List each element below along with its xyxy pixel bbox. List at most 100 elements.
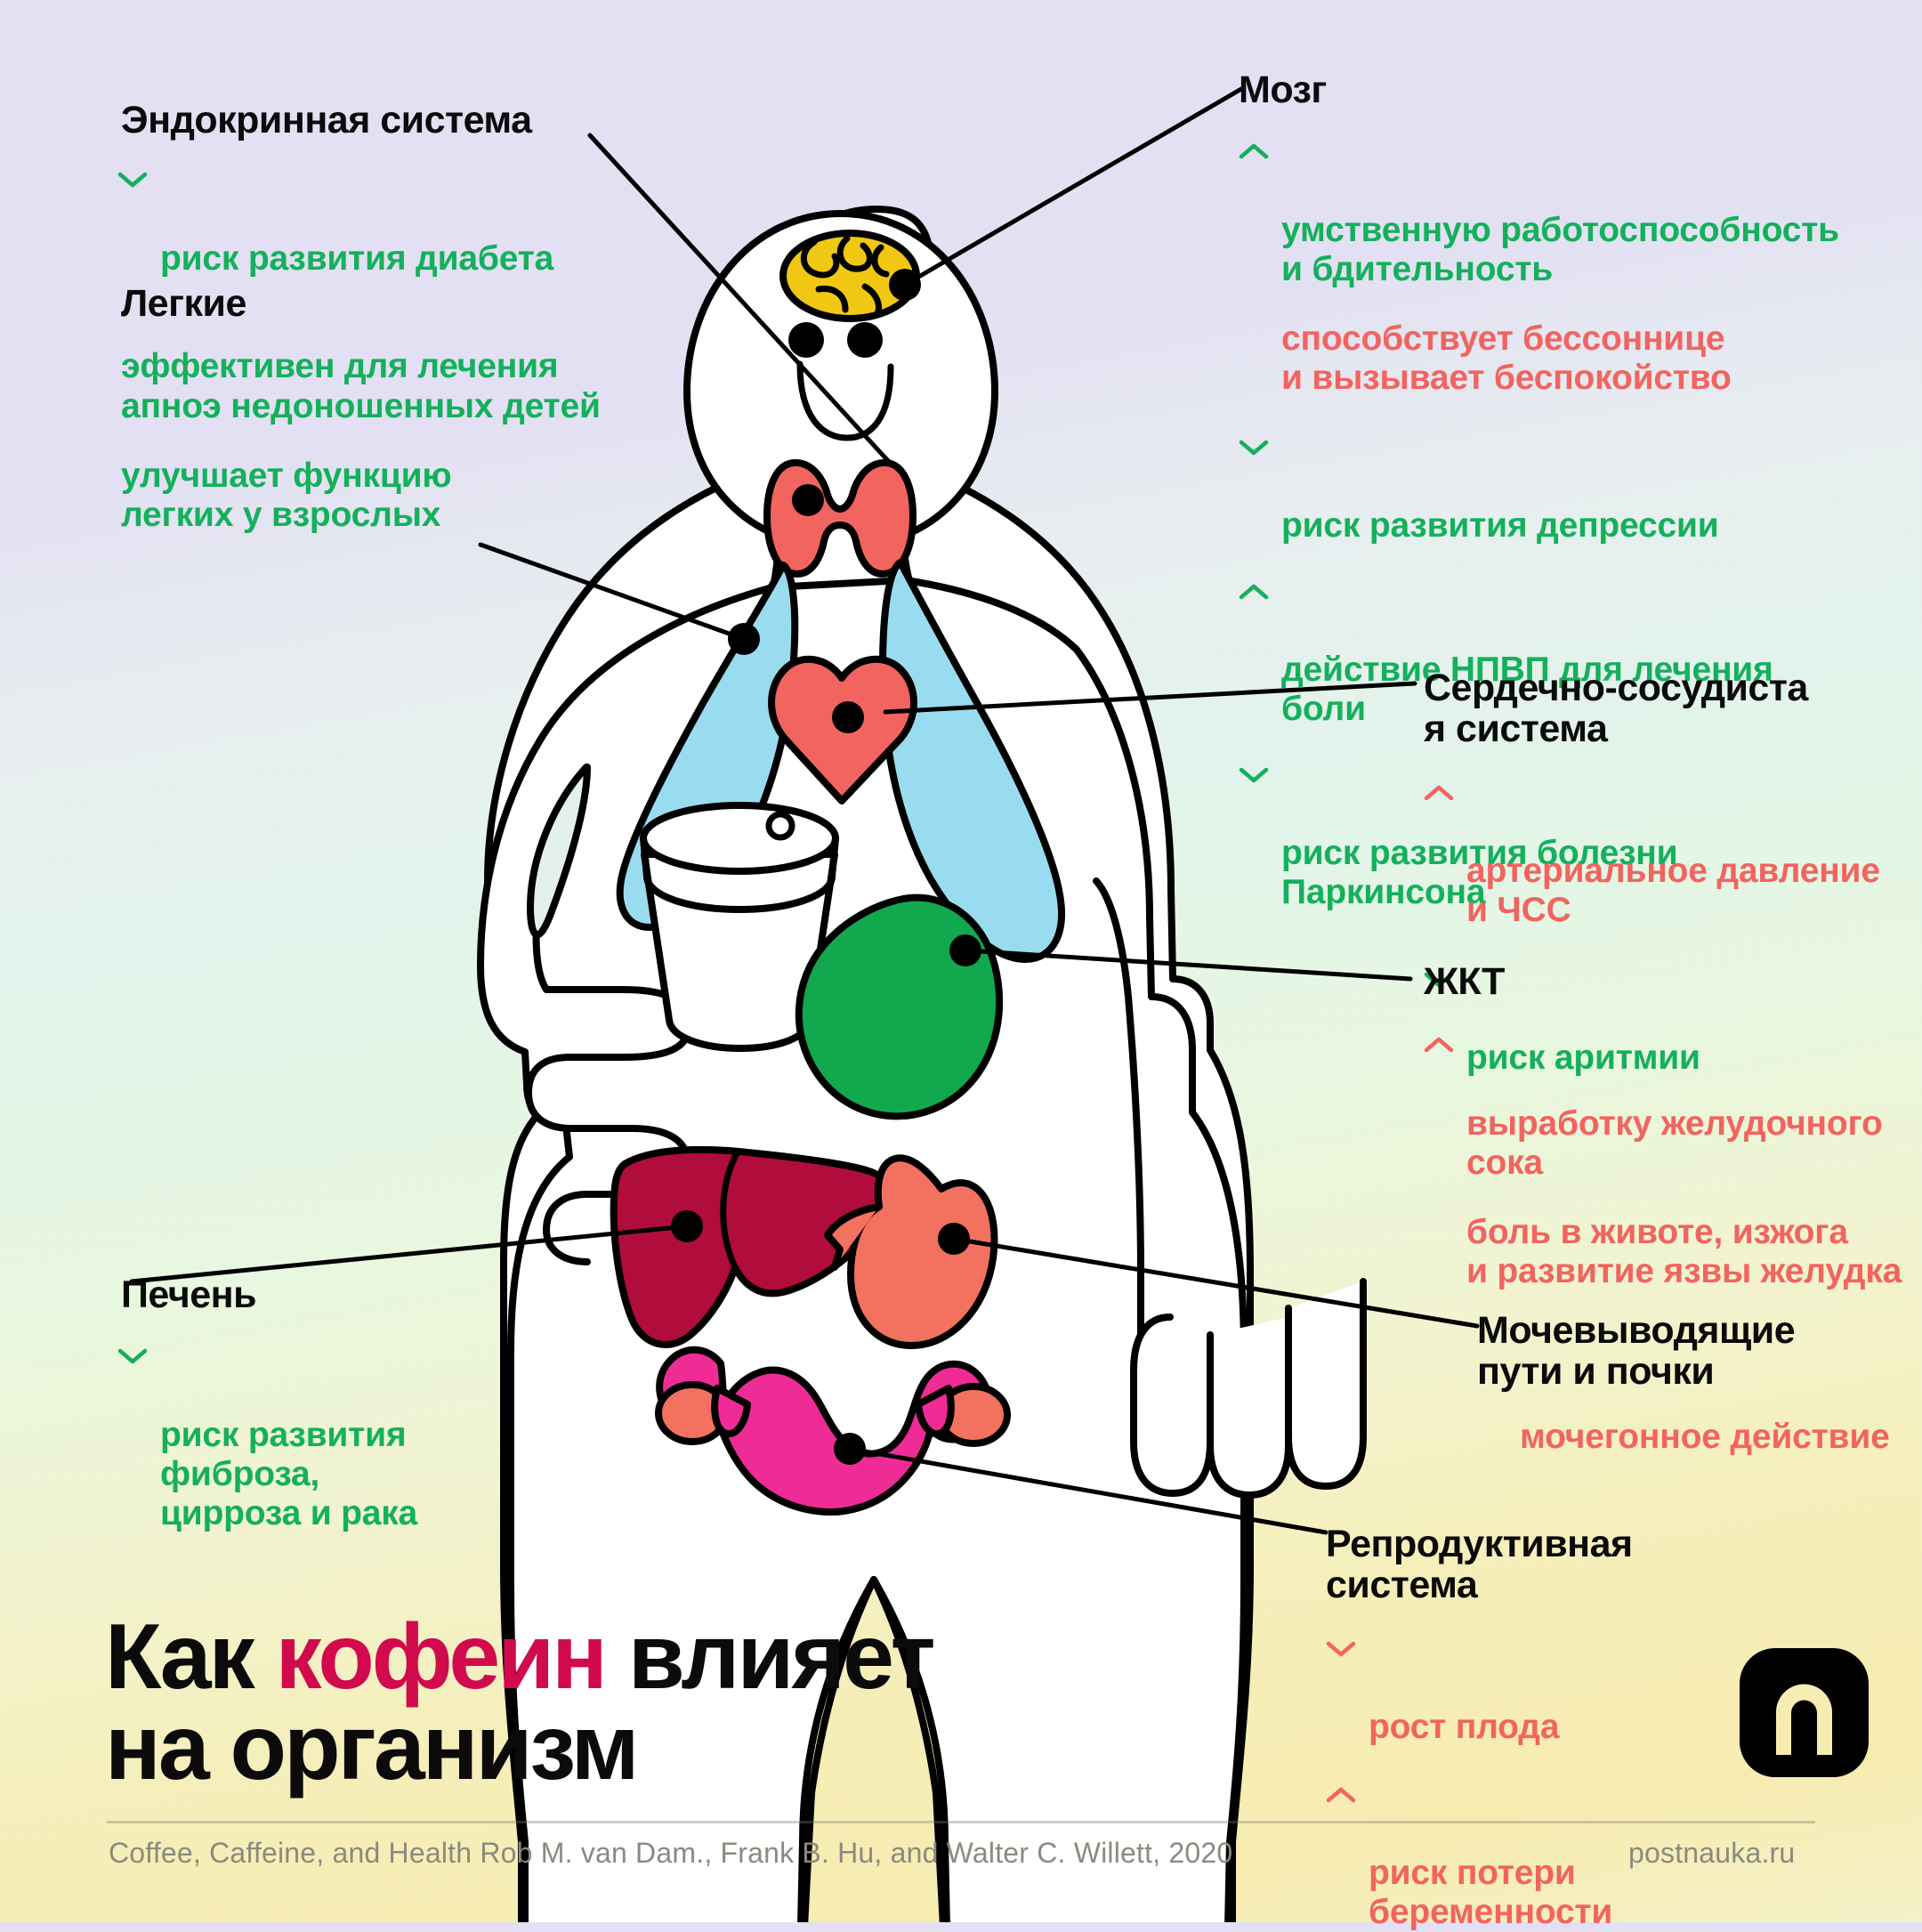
section-heading-endocrine: Эндокринная система xyxy=(121,99,532,141)
right-hand-finger-3 xyxy=(1285,1278,1367,1490)
title-keyword: кофеин xyxy=(275,1605,608,1709)
item-lungs-0: эффективен для лечения апноэ недоношенны… xyxy=(121,347,601,425)
section-heading-cardio: Сердечно-сосудиста я система xyxy=(1424,667,1808,751)
item-brain-0: умственную работоспособность и бдительно… xyxy=(1239,132,1897,288)
chevron-down-icon xyxy=(1424,971,1454,989)
uterus-overlap xyxy=(711,1385,751,1438)
item-text: действие НПВП для лечения боли xyxy=(1281,651,1773,729)
dot-brain xyxy=(889,269,921,301)
ovary-left xyxy=(655,1381,730,1445)
leader-brain xyxy=(902,86,1244,287)
chevron-up-icon xyxy=(1424,1036,1454,1054)
item-urinary-0: мочегонное действие xyxy=(1520,1417,1890,1456)
title-part-after: влияет xyxy=(604,1605,936,1709)
item-text: риск аритмии xyxy=(1466,1039,1700,1078)
leader-gi xyxy=(963,948,1413,982)
section-heading-liver: Печень xyxy=(121,1273,257,1316)
leader-urinary xyxy=(951,1236,1480,1329)
coffee-cup-lid xyxy=(640,802,839,875)
section-reproductive: Репродуктивная система рост плода риск п… xyxy=(1326,1524,1753,1932)
item-brain-4: риск развития болезни Паркинсона xyxy=(1239,756,1897,912)
chevron-down-icon xyxy=(1239,766,1269,784)
section-lungs: Легкие эффективен для лечения апноэ недо… xyxy=(121,283,673,535)
logo-glyph xyxy=(1740,1648,1869,1777)
item-text: риск развития депрессии xyxy=(1281,505,1719,545)
postnauka-logo[interactable] xyxy=(1740,1648,1869,1777)
section-liver: Печень риск развития фиброза, цирроза и … xyxy=(117,1273,530,1533)
chevron-up-icon xyxy=(1239,142,1269,160)
item-text: умственную работоспособность и бдительно… xyxy=(1281,210,1839,288)
section-heading-lungs: Легкие xyxy=(121,282,246,325)
title-part-before: Как xyxy=(105,1605,276,1709)
dot-stomach xyxy=(949,934,981,966)
lung-right xyxy=(879,559,1065,963)
section-heading-reproductive: Репродуктивная система xyxy=(1326,1523,1633,1607)
dot-lungs xyxy=(728,623,760,655)
page-title: Как кофеин влияет на организм xyxy=(105,1611,936,1799)
right-hand-finger-2 xyxy=(1207,1314,1292,1499)
item-text: артериальное давление и ЧСС xyxy=(1466,852,1880,930)
dot-heart xyxy=(832,701,864,733)
item-text: риск развития болезни Паркинсона xyxy=(1281,834,1678,912)
leader-reproductive xyxy=(847,1446,1328,1535)
item-text: риск развития фиброза, цирроза и рака xyxy=(160,1415,418,1532)
item-text: риск развития диабета xyxy=(160,238,554,278)
item-lungs-1: улучшает функцию легких у взрослых xyxy=(121,456,452,534)
chevron-down-icon xyxy=(117,171,148,189)
dot-uterus xyxy=(834,1433,866,1465)
ovary-right xyxy=(936,1383,1011,1447)
chevron-up-icon xyxy=(1326,1786,1356,1804)
item-text: риск потери беременности xyxy=(1369,1854,1613,1932)
right-arm-line xyxy=(1093,877,1144,1445)
lung-left xyxy=(616,562,799,931)
item-cardio-0: артериальное давление и ЧСС xyxy=(1424,773,1886,930)
kidney-hilum xyxy=(824,1203,883,1271)
chevron-up-icon xyxy=(1424,784,1454,802)
right-hand-fingers xyxy=(1130,1314,1214,1497)
uterus-overlap-r xyxy=(915,1385,955,1438)
dot-thyroid xyxy=(792,484,824,516)
section-heading-brain: Мозг xyxy=(1239,69,1327,111)
section-heading-gi: ЖКТ xyxy=(1424,960,1505,1003)
chevron-down-icon xyxy=(117,1347,148,1365)
thyroid-organ xyxy=(763,459,917,578)
item-cardio-1: риск аритмии xyxy=(1424,960,1886,1078)
item-reproductive-0: рост плода xyxy=(1326,1629,1753,1747)
eye-left xyxy=(788,322,824,358)
shoulder-shade xyxy=(527,764,591,939)
section-endocrine: Эндокринная система риск развития диабет… xyxy=(117,99,655,279)
section-cardio: Сердечно-сосудиста я система артериально… xyxy=(1424,667,1886,1078)
coffee-cup-body xyxy=(641,851,838,1052)
section-gi: ЖКТ выработку желудочного сока боль в жи… xyxy=(1424,961,1904,1291)
stomach-organ xyxy=(795,893,1004,1120)
leader-lungs xyxy=(478,542,747,642)
chevron-up-icon xyxy=(1239,583,1269,601)
chevron-down-icon xyxy=(1239,439,1269,457)
dot-kidney xyxy=(938,1223,970,1255)
title-line-2: на организм xyxy=(105,1695,640,1799)
footer-citation: Coffee, Caffeine, and Health Rob M. van … xyxy=(109,1837,1233,1869)
item-liver-0: риск развития фиброза, цирроза и рака xyxy=(117,1337,530,1532)
neck-left-edge xyxy=(767,526,783,602)
coffee-cup-lid-rim xyxy=(640,835,839,913)
footer-site[interactable]: postnauka.ru xyxy=(1628,1837,1796,1869)
section-heading-urinary: Мочевыводящие пути и почки xyxy=(1477,1309,1796,1394)
footer-divider xyxy=(107,1821,1815,1823)
dot-liver xyxy=(671,1210,703,1242)
title-line-1: Как кофеин влияет xyxy=(105,1611,936,1703)
mouth xyxy=(796,360,894,441)
coffee-cup-hole xyxy=(765,811,795,841)
kidney-organ xyxy=(847,1154,998,1349)
brain-organ xyxy=(779,230,920,322)
uterus-organ xyxy=(656,1346,992,1516)
left-arm-hand xyxy=(525,886,693,1265)
neck xyxy=(779,507,903,587)
section-urinary: Мочевыводящие пути и почки мочегонное де… xyxy=(1477,1310,1904,1457)
item-brain-2: риск развития депрессии xyxy=(1239,428,1897,546)
item-text: выработку желудочного сока xyxy=(1466,1103,1883,1182)
item-brain-3: действие НПВП для лечения боли xyxy=(1239,572,1897,729)
heart-organ xyxy=(768,655,917,804)
liver-organ xyxy=(610,1145,892,1348)
item-text: рост плода xyxy=(1369,1708,1560,1746)
